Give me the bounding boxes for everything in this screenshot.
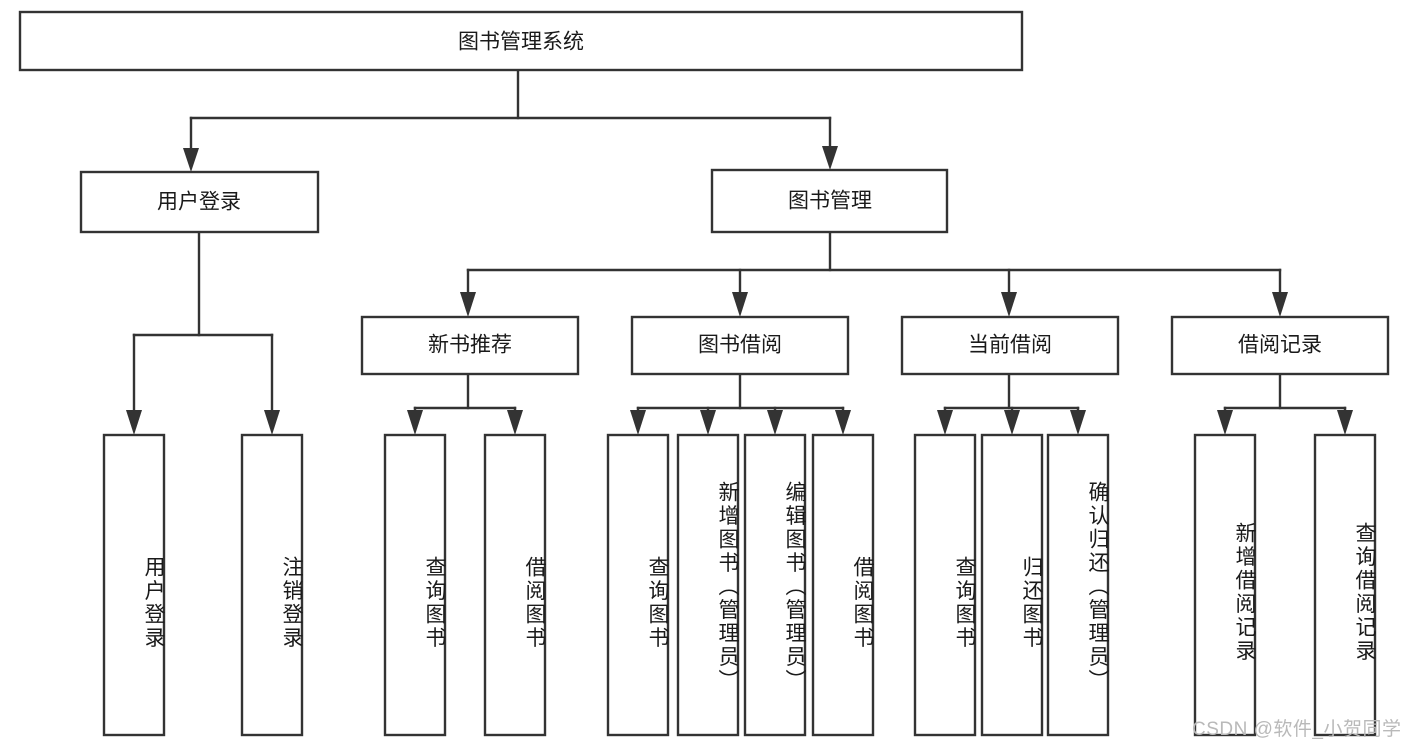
- connector-group-new-book: [407, 372, 523, 435]
- arrow-head-leaf-user-login-1: [264, 410, 280, 435]
- node-label-borrow-record: 借阅记录: [1238, 334, 1322, 357]
- leaf-box-borrow-record-1[interactable]: [1313, 433, 1377, 737]
- connector-group-borrow-record: [1217, 372, 1353, 435]
- node-label-book-management: 图书管理: [788, 190, 872, 213]
- leaf-box-current-borrow-2[interactable]: [1046, 433, 1110, 737]
- leaf-box-book-borrow-2[interactable]: [743, 433, 807, 737]
- arrow-head-book-mgmt: [822, 146, 838, 170]
- connector-group-book-mgmt: [460, 230, 1288, 317]
- leaf-box-new-book-0[interactable]: [383, 433, 447, 737]
- arrow-head-leaf-book-borrow-2: [767, 410, 783, 435]
- leaf-box-book-borrow-3[interactable]: [811, 433, 875, 737]
- leaf-box-user-login-1[interactable]: [240, 433, 304, 737]
- node-label-new-book-recommend: 新书推荐: [428, 334, 512, 357]
- leaf-box-new-book-1[interactable]: [483, 433, 547, 737]
- arrow-head-leaf-current-borrow-2: [1070, 410, 1086, 435]
- arrow-head-leaf-book-borrow-0: [630, 410, 646, 435]
- arrow-head-leaf-user-login-0: [126, 410, 142, 435]
- arrow-head-leaf-current-borrow-0: [937, 410, 953, 435]
- node-label-book-borrow: 图书借阅: [698, 334, 782, 357]
- arrow-head-leaf-borrow-record-1: [1337, 410, 1353, 435]
- csdn-watermark: CSDN @软件_小贺同学: [1192, 719, 1402, 740]
- node-label-user-login: 用户登录: [157, 191, 241, 214]
- node-label-book-management-system: 图书管理系统: [458, 31, 584, 54]
- arrow-head-book-borrow: [732, 292, 748, 317]
- node-book-management-system[interactable]: [18, 10, 1024, 72]
- leaf-box-book-borrow-0[interactable]: [606, 433, 670, 737]
- node-book-borrow[interactable]: [630, 315, 850, 376]
- leaf-box-current-borrow-1[interactable]: [980, 433, 1044, 737]
- arrow-head-leaf-current-borrow-1: [1004, 410, 1020, 435]
- node-user-login[interactable]: [79, 170, 320, 234]
- node-borrow-record[interactable]: [1170, 315, 1390, 376]
- node-book-management[interactable]: [710, 168, 949, 234]
- arrow-head-borrow-record: [1272, 292, 1288, 317]
- connector-group-user-login: [126, 230, 280, 435]
- node-label-current-borrow: 当前借阅: [968, 334, 1052, 357]
- arrow-head-leaf-new-book-1: [507, 410, 523, 435]
- leaf-box-borrow-record-0[interactable]: [1193, 433, 1257, 737]
- arrow-head-leaf-book-borrow-1: [700, 410, 716, 435]
- arrow-head-leaf-borrow-record-0: [1217, 410, 1233, 435]
- leaf-box-current-borrow-0[interactable]: [913, 433, 977, 737]
- arrow-head-current-borrow: [1001, 292, 1017, 317]
- connector-group-current-borrow: [937, 372, 1086, 435]
- node-new-book-recommend[interactable]: [360, 315, 580, 376]
- arrow-head-leaf-book-borrow-3: [835, 410, 851, 435]
- arrow-head-new-book: [460, 292, 476, 317]
- connector-group-book-borrow: [630, 372, 851, 435]
- arrow-head-leaf-new-book-0: [407, 410, 423, 435]
- connector-group-root: [183, 68, 838, 172]
- node-current-borrow[interactable]: [900, 315, 1120, 376]
- leaf-box-user-login-0[interactable]: [102, 433, 166, 737]
- leaf-box-book-borrow-1[interactable]: [676, 433, 740, 737]
- arrow-head-user-login: [183, 148, 199, 172]
